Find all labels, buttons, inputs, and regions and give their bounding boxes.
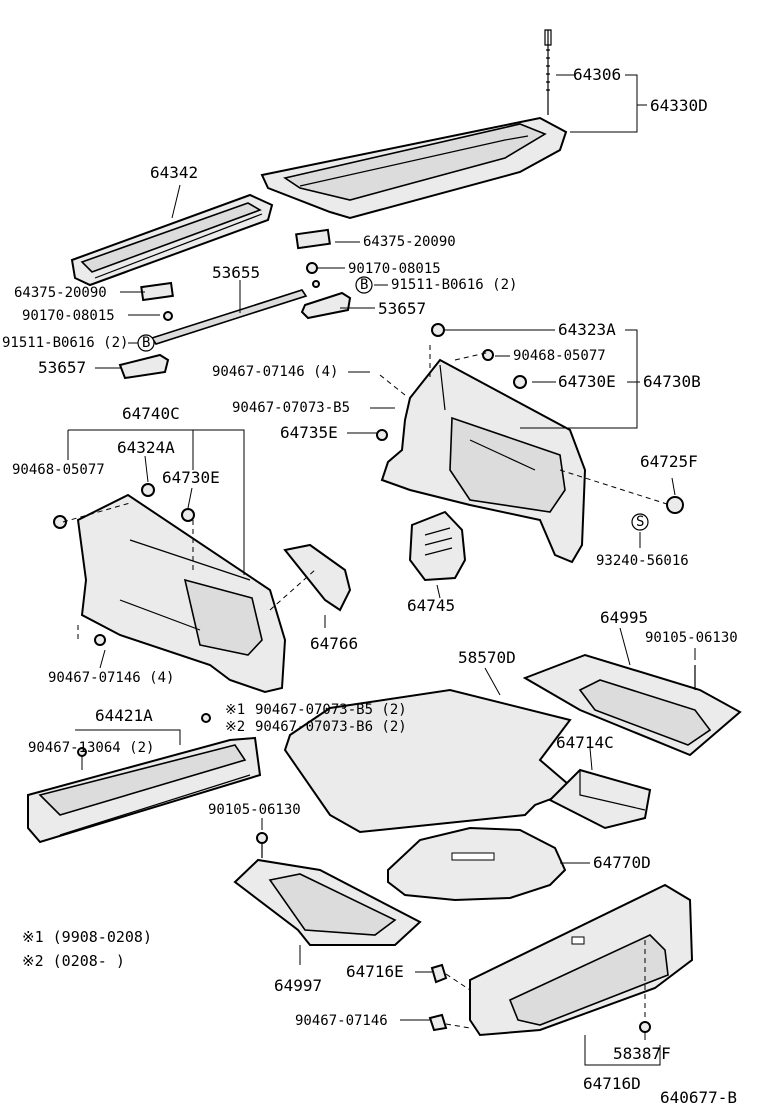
cover-64766 <box>283 543 352 612</box>
label-93240-56016: 93240-56016 <box>596 553 689 569</box>
label-58570D: 58570D <box>458 648 516 667</box>
label-90467-07073-B5: 90467-07073-B5 <box>232 400 351 416</box>
figure-code: 640677-B <box>660 1088 738 1107</box>
rod-53655 <box>150 289 308 345</box>
bracket-53657-left <box>118 353 170 380</box>
label-64375-20090-left: 64375-20090 <box>14 285 107 301</box>
tire-cover-64770D <box>387 826 567 902</box>
rear-panel-64716D <box>469 883 694 1037</box>
label-90467-07146-4-upper: 90467-07146 (4) <box>212 364 339 380</box>
label-53657-left: 53657 <box>38 358 87 377</box>
label-64324A: 64324A <box>117 438 175 457</box>
clip-90170-right <box>306 262 318 274</box>
marker-B-left-text: B <box>142 335 151 351</box>
sill-64421A <box>27 736 262 844</box>
label-64997: 64997 <box>274 976 323 995</box>
note-star2-range: ※2 (0208- ) <box>22 952 125 970</box>
quarter-trim-left-64740C <box>53 483 287 694</box>
label-64342: 64342 <box>150 163 199 182</box>
pad-64375-right <box>295 228 331 250</box>
label-64421A: 64421A <box>95 706 153 725</box>
marker-star1: ※1 <box>225 702 246 718</box>
label-64730E-left: 64730E <box>162 468 220 487</box>
label-64725F: 64725F <box>640 452 698 471</box>
label-90105-06130-left: 90105-06130 <box>208 802 301 818</box>
bracket-53657-right <box>300 291 352 320</box>
clip-64725F <box>666 496 684 514</box>
marker-star2: ※2 <box>225 719 246 735</box>
label-91511-B0616-left: 91511-B0616 (2) <box>2 335 129 351</box>
label-64323A: 64323A <box>558 320 616 339</box>
label-90468-05077-left: 90468-05077 <box>12 462 105 478</box>
bolt-64306 <box>544 29 552 115</box>
label-90105-06130-right: 90105-06130 <box>645 630 738 646</box>
leader-lines <box>67 74 696 1066</box>
label-64740C: 64740C <box>122 404 180 423</box>
label-90467-07146: 90467-07146 <box>295 1013 388 1029</box>
note-star1-range: ※1 (9908-0208) <box>22 928 152 946</box>
label-64770D: 64770D <box>593 853 651 872</box>
label-64375-20090-right: 64375-20090 <box>363 234 456 250</box>
tray-64995 <box>522 653 742 757</box>
speaker-grille-64745 <box>408 510 467 582</box>
label-53657-right: 53657 <box>378 299 427 318</box>
label-53655: 53655 <box>212 263 261 282</box>
label-90467-07073-B5-2: 90467-07073-B5 (2) <box>255 702 407 718</box>
block-64714C <box>548 768 652 830</box>
label-64766: 64766 <box>310 634 359 653</box>
label-64716E: 64716E <box>346 962 404 981</box>
clip-91511-right <box>312 280 320 288</box>
rail-64342 <box>70 193 274 287</box>
package-tray-64330D <box>260 116 568 220</box>
label-64730E-right: 64730E <box>558 372 616 391</box>
label-90467-13064-2: 90467-13064 (2) <box>28 740 155 756</box>
label-90170-08015-right: 90170-08015 <box>348 261 441 277</box>
label-58387F: 58387F <box>613 1044 671 1063</box>
marker-S-text: S <box>636 514 645 530</box>
pad-64375-left <box>140 281 174 302</box>
label-90467-07073-B6-2: 90467-07073-B6 (2) <box>255 719 407 735</box>
label-91511-B0616-right: 91511-B0616 (2) <box>391 277 518 293</box>
label-64730B: 64730B <box>643 372 701 391</box>
label-90468-05077-right: 90468-05077 <box>513 348 606 364</box>
label-90170-08015-left: 90170-08015 <box>22 308 115 324</box>
label-64735E: 64735E <box>280 423 338 442</box>
label-64745: 64745 <box>407 596 456 615</box>
label-64306: 64306 <box>573 65 622 84</box>
label-90467-07146-4-lower: 90467-07146 (4) <box>48 670 175 686</box>
marker-S <box>631 513 649 531</box>
clip-90170-left <box>163 311 173 321</box>
quarter-trim-right-64730B <box>376 323 587 564</box>
label-64714C: 64714C <box>556 733 614 752</box>
tray-64997 <box>233 858 422 946</box>
marker-B-right <box>355 276 373 294</box>
label-64716D: 64716D <box>583 1074 641 1093</box>
label-64995: 64995 <box>600 608 649 627</box>
marker-B-right-text: B <box>360 277 369 293</box>
label-64330D: 64330D <box>650 96 708 115</box>
